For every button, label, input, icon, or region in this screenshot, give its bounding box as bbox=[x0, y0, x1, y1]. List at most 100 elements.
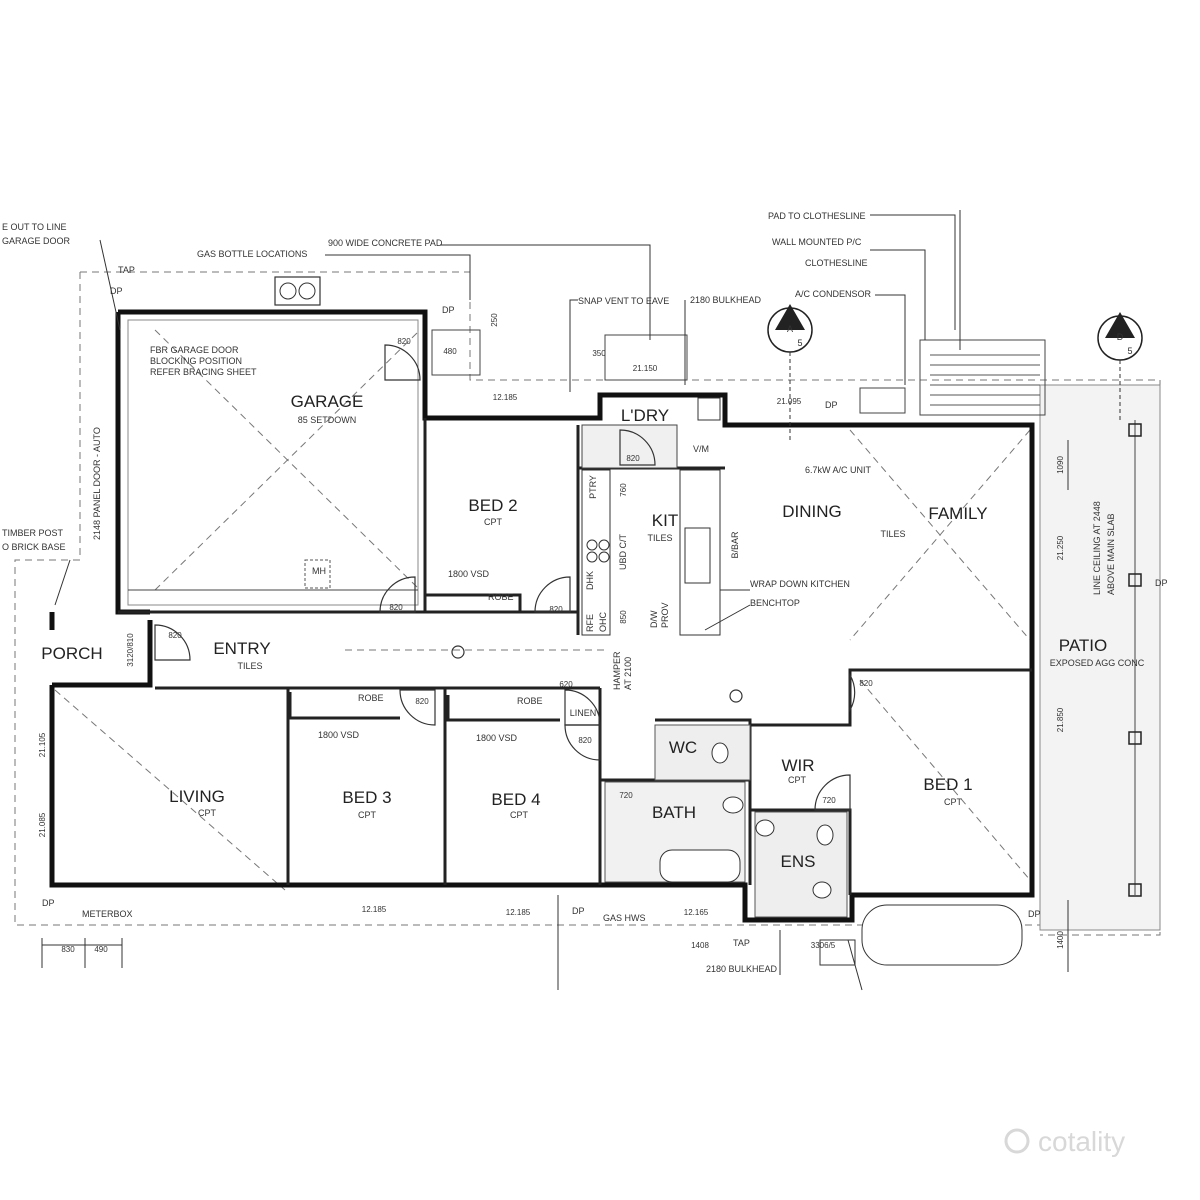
section-a-num: 5 bbox=[797, 338, 802, 348]
robe-note-2: ROBE bbox=[358, 693, 384, 703]
wet-area-tiles bbox=[604, 724, 1023, 966]
wrap-kitchen-note: WRAP DOWN KITCHEN bbox=[750, 579, 850, 589]
kitchen-fixtures bbox=[581, 397, 721, 636]
cotality-logo bbox=[1004, 1128, 1030, 1154]
linen-label: LINEN bbox=[570, 708, 597, 718]
dim-12185-a: 12.185 bbox=[493, 393, 518, 402]
leader-lines bbox=[54, 210, 961, 631]
rfe-note: RFE bbox=[585, 614, 595, 632]
dim-850: 850 bbox=[619, 610, 628, 624]
dim-21250: 21.250 bbox=[1056, 535, 1065, 560]
entry-label: ENTRY bbox=[213, 639, 270, 658]
ptry-label: PTRY bbox=[588, 475, 598, 499]
ubd-note: UBD C/T bbox=[618, 533, 628, 570]
dp-note-5: DP bbox=[42, 898, 55, 908]
bulkhead-bottom-note: 2180 BULKHEAD bbox=[706, 964, 778, 974]
bed2-label: BED 2 bbox=[468, 496, 517, 515]
section-a-letter: A bbox=[787, 324, 793, 334]
panel-door-note: 2148 PANEL DOOR - AUTO bbox=[92, 427, 102, 540]
robe-note-1: ROBE bbox=[488, 592, 514, 602]
dp-note-7: DP bbox=[1028, 909, 1041, 919]
fbr-note-a: FBR GARAGE DOOR bbox=[150, 345, 239, 355]
line-ceiling-note-b: ABOVE MAIN SLAB bbox=[1106, 513, 1116, 595]
kit-label: KIT bbox=[652, 511, 678, 530]
dw-note: D/W bbox=[649, 610, 659, 628]
hamper-at-note: AT 2100 bbox=[623, 657, 633, 690]
living-sublabel: CPT bbox=[198, 808, 217, 818]
wc-label: WC bbox=[669, 738, 697, 757]
tap-bottom-note: TAP bbox=[733, 938, 750, 948]
dim-760: 760 bbox=[619, 483, 628, 497]
dim-1090: 1090 bbox=[1056, 456, 1065, 474]
dp-note-3: DP bbox=[825, 400, 838, 410]
dim-820-c: 820 bbox=[549, 605, 563, 614]
dim-3306: 3306/5 bbox=[811, 941, 836, 950]
watermark-text: cotality bbox=[1038, 1126, 1125, 1157]
section-marker-a bbox=[767, 304, 813, 440]
vsd-bed2-note: 1800 VSD bbox=[448, 569, 490, 579]
bulkhead-top-note: 2180 BULKHEAD bbox=[690, 295, 762, 305]
garage-door-note-b: GARAGE DOOR bbox=[2, 236, 71, 246]
dim-12165: 12.165 bbox=[684, 908, 709, 917]
dim-350: 350 bbox=[592, 349, 606, 358]
dim-820-h: 820 bbox=[626, 454, 640, 463]
clothesline-note: CLOTHESLINE bbox=[805, 258, 868, 268]
family-sublabel: TILES bbox=[880, 529, 905, 539]
vsd-bed4-note: 1800 VSD bbox=[476, 733, 518, 743]
porch-label: PORCH bbox=[41, 644, 102, 663]
meterbox-note: METERBOX bbox=[82, 909, 133, 919]
dim-820-f: 820 bbox=[578, 736, 592, 745]
bed2-sublabel: CPT bbox=[484, 517, 503, 527]
robe-note-3: ROBE bbox=[517, 696, 543, 706]
dim-21850: 21.850 bbox=[1056, 707, 1065, 732]
timber-note-b: O BRICK BASE bbox=[2, 542, 66, 552]
prov-note: PROV bbox=[660, 602, 670, 628]
wir-label: WIR bbox=[781, 756, 814, 775]
dp-note-6: DP bbox=[572, 906, 585, 916]
ac-condensor-note: A/C CONDENSOR bbox=[795, 289, 872, 299]
dim-12185-c: 12.185 bbox=[506, 908, 531, 917]
kit-sublabel: TILES bbox=[647, 533, 672, 543]
garage-sublabel: 85 SETDOWN bbox=[298, 415, 357, 425]
ac-unit-note: 6.7kW A/C UNIT bbox=[805, 465, 872, 475]
dim-720-b: 720 bbox=[822, 796, 836, 805]
section-d-letter: D bbox=[1117, 332, 1124, 342]
dim-620: 620 bbox=[559, 680, 573, 689]
dim-490: 490 bbox=[94, 945, 108, 954]
dp-note-2: DP bbox=[442, 305, 455, 315]
dim-820-b: 820 bbox=[389, 603, 403, 612]
ohc-note: OHC bbox=[598, 612, 608, 633]
hamper-note: HAMPER bbox=[612, 651, 622, 690]
tap-top-note: TAP bbox=[118, 265, 135, 275]
section-d-num: 5 bbox=[1127, 346, 1132, 356]
bed4-label: BED 4 bbox=[491, 790, 540, 809]
dim-21150: 21.150 bbox=[633, 364, 658, 373]
mh-note: MH bbox=[312, 566, 326, 576]
garage-label: GARAGE bbox=[291, 392, 364, 411]
gas-bottle-note: GAS BOTTLE LOCATIONS bbox=[197, 249, 307, 259]
benchtop-note: BENCHTOP bbox=[750, 598, 800, 608]
dp-note-4: DP bbox=[1155, 578, 1168, 588]
living-label: LIVING bbox=[169, 787, 225, 806]
dim-820-a: 820 bbox=[397, 337, 411, 346]
line-ceiling-note-a: LINE CEILING AT 2448 bbox=[1092, 501, 1102, 595]
dim-1408: 1408 bbox=[691, 941, 709, 950]
dim-720-a: 720 bbox=[619, 791, 633, 800]
garage-door-note-a: E OUT TO LINE bbox=[2, 222, 67, 232]
dim-250: 250 bbox=[490, 313, 499, 327]
dhk-note: DHK bbox=[585, 571, 595, 590]
dim-820-d: 820 bbox=[168, 631, 182, 640]
dim-830: 830 bbox=[61, 945, 75, 954]
vsd-bed3-note: 1800 VSD bbox=[318, 730, 360, 740]
external-walls bbox=[49, 309, 1035, 923]
dim-21095: 21.095 bbox=[777, 397, 802, 406]
dim-820-e: 820 bbox=[415, 697, 429, 706]
dp-note-1: DP bbox=[110, 286, 123, 296]
dim-480: 480 bbox=[443, 347, 457, 356]
patio-label: PATIO bbox=[1059, 636, 1108, 655]
dim-1400: 1400 bbox=[1056, 931, 1065, 949]
bed3-sublabel: CPT bbox=[358, 810, 377, 820]
snap-vent-note: SNAP VENT TO EAVE bbox=[578, 296, 669, 306]
garage-details bbox=[127, 276, 1046, 606]
